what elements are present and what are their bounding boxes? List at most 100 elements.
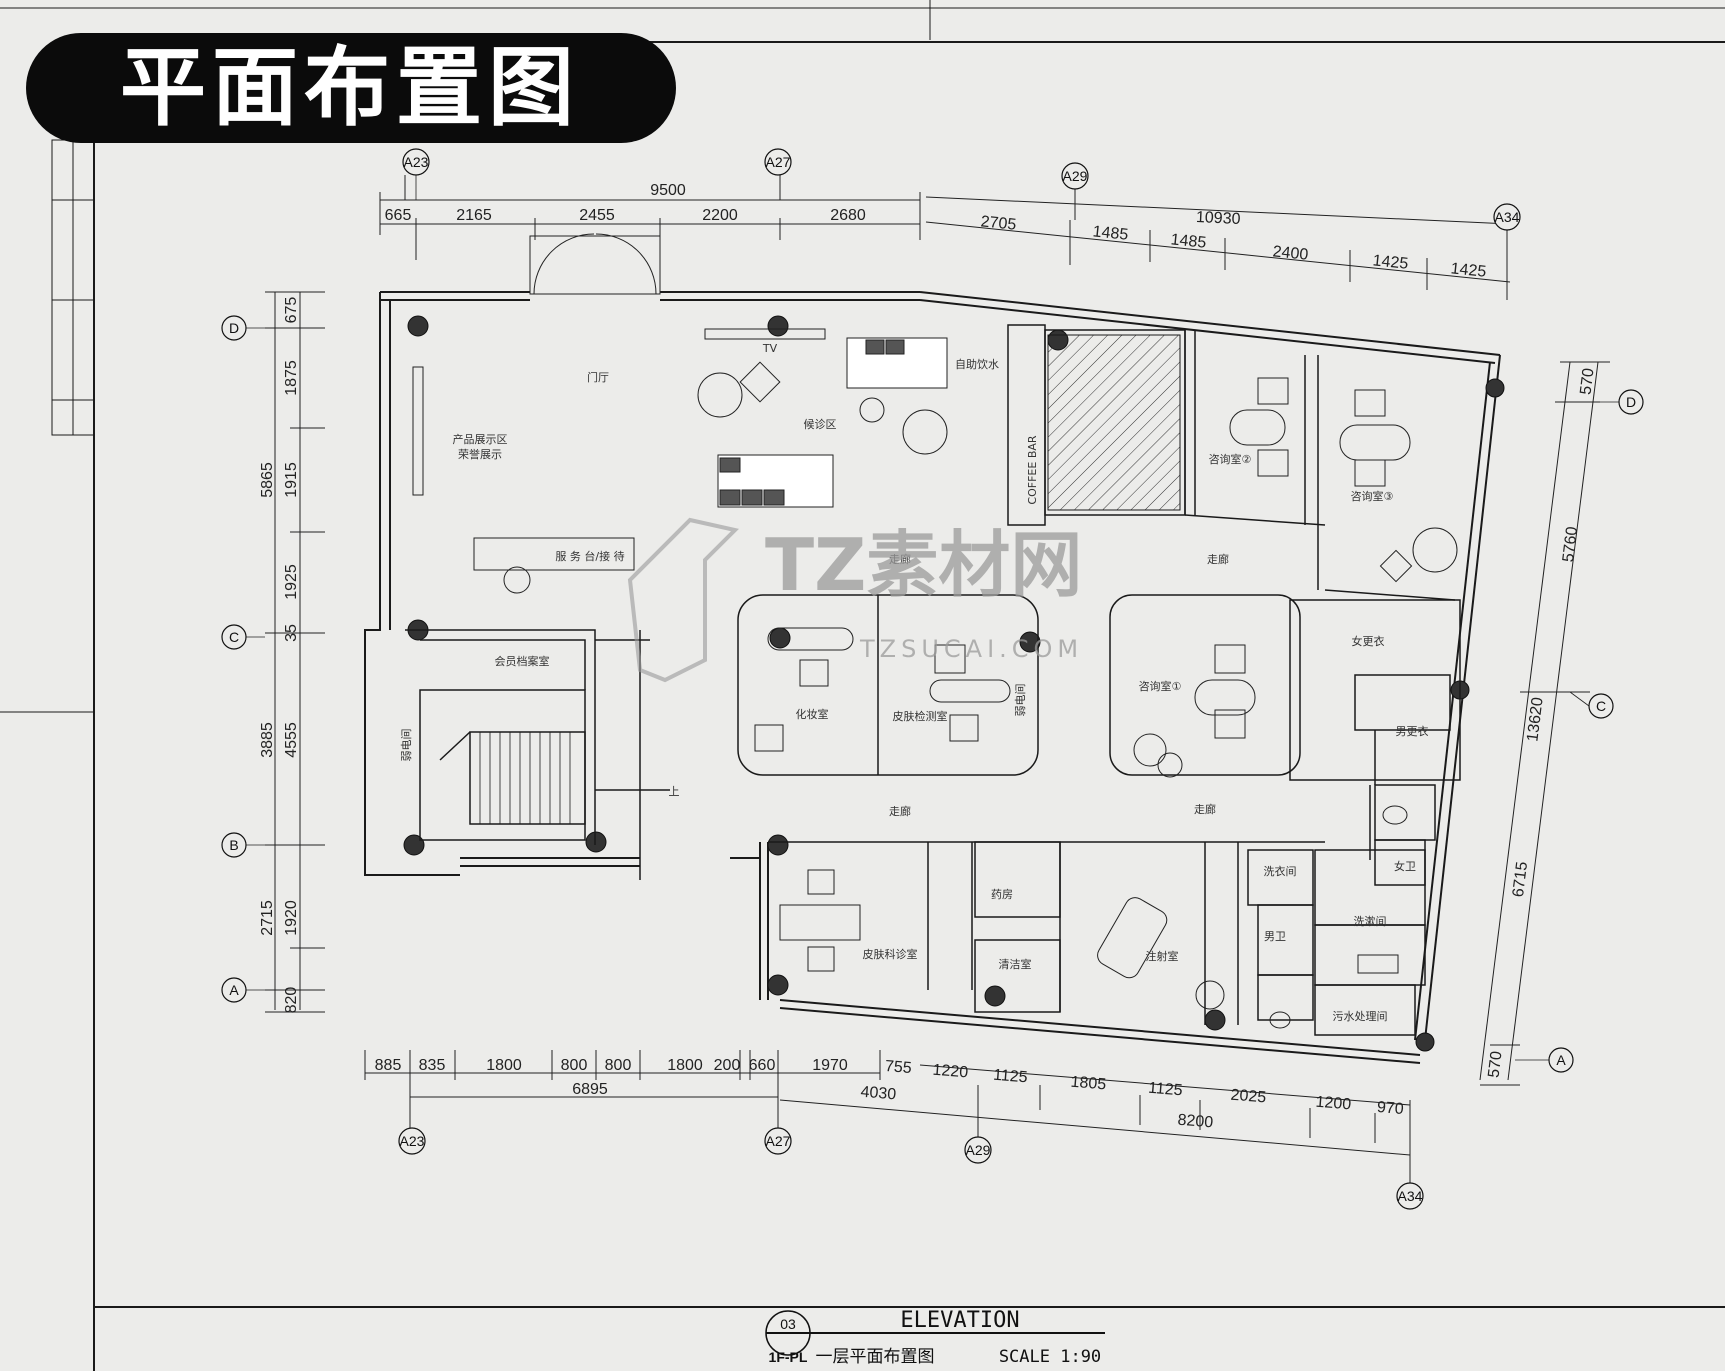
axis-top-a27: A27 [766,154,791,170]
title-block: 03 1F-PL ELEVATION 一层平面布置图 SCALE 1:90 [765,1308,1105,1367]
dim-left-seg-4: 1925 [283,564,300,600]
axis-top-a23: A23 [404,154,429,170]
dim-top-seg-6: 2705 [980,213,1017,234]
dim-left-seg-7: 1920 [283,900,300,936]
dim-overall-left: 9500 [650,182,686,199]
label-male-wc: 男卫 [1264,930,1286,943]
top-dimensions [379,175,1511,300]
right-dim-labels: 13620 570 5760 6715 570 [1485,367,1597,1079]
label-female-wc: 女卫 [1394,859,1416,873]
label-stair-up: 上 [669,785,680,798]
label-pharmacy: 药房 [991,888,1013,901]
sheet-scale: SCALE 1:90 [999,1347,1101,1367]
label-self-water: 自助饮水 [955,357,999,371]
room-labels: 门厅 候诊区 TV 产品展示区 荣誉展示 服 务 台/接 待 COFFEE BA… [400,342,1429,1023]
dim-bottom-seg-11: 1220 [932,1062,969,1082]
label-entrance: 门厅 [587,370,609,384]
bottom-dim-labels: 885 835 1800 800 800 1800 200 660 1970 7… [375,1057,1405,1131]
hatched-display-area [1047,334,1181,511]
title-banner: 平面布置图 [26,33,676,143]
axis-top-a29: A29 [1063,168,1088,184]
exterior-walls [364,291,1501,1064]
axis-bottom-a29: A29 [966,1142,991,1158]
axis-bottom-a34: A34 [1398,1188,1423,1204]
dim-right-overall: 13620 [1524,696,1546,742]
dim-bottom-seg-15: 2025 [1230,1087,1267,1107]
label-laundry: 洗衣间 [1264,864,1297,878]
dim-left-overall-bottom: 2715 [259,900,276,936]
dim-left-seg-1: 675 [283,297,300,324]
label-coffee-bar: COFFEE BAR [1026,435,1039,504]
dim-bottom-overall-right: 8200 [1177,1112,1214,1132]
axis-left-b: B [229,837,238,853]
axis-grid-lines [246,175,1619,1061]
watermark-url: TZSUCAI.COM [859,635,1083,663]
dim-left-overall-mid: 3885 [259,722,276,758]
dim-top-seg-9: 2400 [1272,243,1309,264]
label-clean: 清洁室 [999,957,1032,971]
label-consult-1: 咨询室① [1139,679,1182,693]
label-skin-test: 皮肤检测室 [893,709,948,723]
label-service-desk: 服 务 台/接 待 [555,549,624,563]
dim-bottom-seg-16: 1200 [1315,1094,1352,1114]
dim-bottom-overall-mid: 4030 [860,1084,897,1104]
dim-bottom-seg-3: 1800 [486,1057,522,1074]
label-corridor-4: 走廊 [1194,802,1216,816]
dim-left-overall-top: 5865 [259,462,276,498]
dim-bottom-seg-14: 1125 [1148,1080,1184,1100]
watermark: TZ素材网 TZSUCAI.COM [627,517,1083,683]
top-dim-labels: 9500 665 2165 2455 2200 2680 10930 2705 … [385,182,1487,281]
dim-right-seg-3: 6715 [1510,861,1531,899]
dim-right-seg-4: 570 [1485,1050,1505,1079]
label-weak-elec: 弱电间 [1014,684,1027,717]
label-weak-elec-2: 弱电间 [400,729,413,762]
dim-right-seg-2: 5760 [1560,526,1581,564]
sheet-subtitle: 一层平面布置图 [816,1347,935,1367]
dim-top-seg-10: 1425 [1372,252,1409,273]
dim-right-seg-1: 570 [1577,367,1597,396]
axis-bottom-a27: A27 [766,1133,791,1149]
label-skin-diag: 皮肤科诊室 [863,947,918,961]
label-honor-display: 荣誉展示 [458,447,502,461]
label-consult-3: 咨询室③ [1351,489,1394,503]
dim-left-seg-5: 35 [283,624,300,642]
dim-bottom-seg-7: 200 [714,1057,741,1074]
dim-top-seg-11: 1425 [1450,260,1487,281]
axis-right-d: D [1626,394,1636,410]
axis-left-d: D [229,320,239,336]
axis-labels: A23 A27 A29 A34 A23 A27 A29 A34 D C B A … [229,154,1636,1204]
dim-overall-right: 10930 [1196,209,1241,228]
right-dimensions [1479,361,1610,1086]
label-corridor-3: 走廊 [889,804,911,818]
axis-top-a34: A34 [1495,209,1520,225]
dim-left-seg-2: 1875 [283,360,300,396]
dim-left-seg-8: 820 [283,987,300,1014]
label-tv: TV [762,342,778,355]
label-wash: 洗漱间 [1354,915,1387,928]
label-inject: 注射室 [1146,949,1179,963]
axis-right-c: C [1596,698,1606,714]
banner-title: 平面布置图 [120,38,580,138]
label-female-change: 女更衣 [1352,634,1385,648]
dim-left-seg-3: 1915 [283,462,300,498]
watermark-brand: TZ素材网 [765,523,1082,607]
bottom-dimensions [364,1050,1411,1190]
label-consult-2: 咨询室② [1209,452,1252,466]
axis-right-a: A [1556,1052,1566,1068]
dim-top-seg-3: 2455 [579,207,615,224]
dim-bottom-seg-6: 1800 [667,1057,703,1074]
dim-top-seg-5: 2680 [830,207,866,224]
dim-top-seg-1: 665 [385,207,412,224]
label-corridor-2: 走廊 [1207,552,1229,566]
label-sewage: 污水处理间 [1333,1010,1388,1023]
label-male-change: 男更衣 [1396,724,1429,738]
sheet-code: 1F-PL [769,1349,808,1365]
label-product-display: 产品展示区 [453,432,508,446]
dim-bottom-seg-8: 660 [749,1057,776,1074]
dim-top-seg-4: 2200 [702,207,738,224]
interior-partitions [405,324,1461,1036]
sheet-heading: ELEVATION [900,1308,1019,1333]
dim-left-seg-6: 4555 [283,722,300,758]
